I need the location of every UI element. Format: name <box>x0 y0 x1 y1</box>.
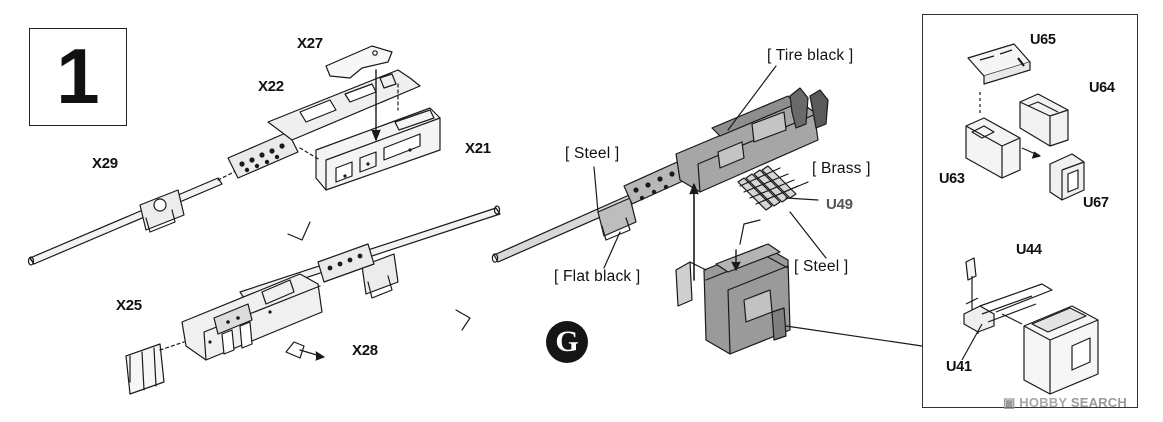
chevron-mark-upper <box>287 221 311 241</box>
label-x29: X29 <box>92 155 118 172</box>
finish-flat-black: [ Flat black ] <box>554 268 641 285</box>
label-u49: U49 <box>826 196 853 213</box>
label-x22: X22 <box>258 78 284 95</box>
detail-inset-box <box>922 14 1138 408</box>
label-x28: X28 <box>352 342 378 359</box>
watermark-suffix: SEARCH <box>1070 395 1127 410</box>
label-x21: X21 <box>465 140 491 157</box>
lower-gun-assembled <box>125 205 501 395</box>
gun-painting-guide <box>491 65 923 355</box>
upper-gun-exploded <box>27 45 441 266</box>
label-x27: X27 <box>297 35 323 52</box>
label-x25: X25 <box>116 297 142 314</box>
detail-inset-drawing <box>961 43 1099 395</box>
label-u41: U41 <box>946 359 972 375</box>
watermark-brand: HOBBY <box>1019 395 1068 410</box>
chevron-mark-lower <box>455 309 471 331</box>
label-u44: U44 <box>1016 242 1042 258</box>
label-u63: U63 <box>939 171 965 187</box>
finish-steel-barrel: [ Steel ] <box>565 145 620 162</box>
finish-brass: [ Brass ] <box>812 160 871 177</box>
watermark: ▣ HOBBY SEARCH <box>1003 395 1127 411</box>
label-u67: U67 <box>1083 195 1109 211</box>
label-u65: U65 <box>1030 32 1056 48</box>
step-number: 1 <box>56 32 100 120</box>
assembly-badge-g: G <box>546 321 588 363</box>
label-u64: U64 <box>1089 80 1115 96</box>
step-number-box: 1 <box>29 28 127 126</box>
watermark-logo-icon: ▣ <box>1003 395 1016 410</box>
finish-tire-black: [ Tire black ] <box>767 47 854 64</box>
finish-steel-belt: [ Steel ] <box>794 258 849 275</box>
